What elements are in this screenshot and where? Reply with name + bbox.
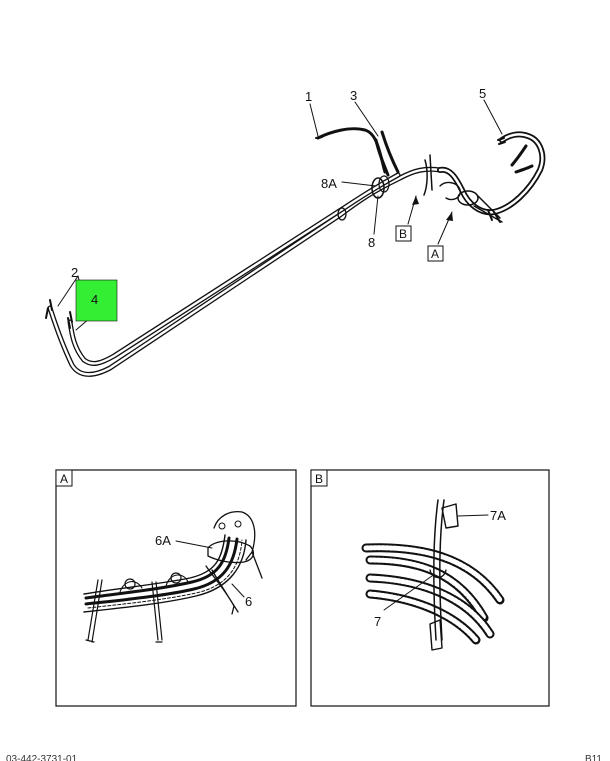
left-connector-b — [67, 311, 73, 329]
detail-b-leader-7 — [383, 575, 433, 611]
detail-a-bundle-top — [83, 534, 226, 595]
harness-run-second — [67, 172, 401, 366]
detail-a-wire-2 — [84, 537, 239, 606]
highlight-box-4[interactable] — [75, 279, 118, 322]
detail-a-wire-1 — [84, 536, 231, 600]
branch-3 — [374, 130, 400, 177]
view-ref-b: B — [399, 227, 407, 241]
left-connector-a — [45, 299, 53, 319]
harness-run-outer-inner — [48, 168, 442, 376]
detail-b-tube-4-rib — [367, 591, 479, 643]
callout-3[interactable]: 3 — [350, 88, 357, 103]
harness-run-second-inner — [68, 173, 400, 365]
detail-b-tube-2-rib — [367, 557, 487, 621]
view-ref-b-box[interactable] — [395, 225, 412, 242]
callout-8[interactable]: 8 — [368, 235, 375, 250]
callout-5[interactable]: 5 — [479, 86, 486, 101]
leader-lines — [57, 99, 503, 331]
detail-a-bracket-hole — [218, 522, 226, 530]
callout-1[interactable]: 1 — [305, 89, 312, 104]
callout-6[interactable]: 6 — [245, 594, 252, 609]
detail-a-clip-6 — [205, 565, 239, 615]
detail-b-tag: B — [315, 472, 323, 486]
detail-b-tube-1-rib — [363, 545, 503, 603]
connector-5 — [497, 137, 506, 145]
mid-clip — [337, 207, 347, 221]
detail-a-tag: A — [60, 472, 68, 486]
right-branch-stub-a — [510, 144, 534, 174]
detail-a-bracket-hole-2 — [234, 520, 242, 528]
detail-a-leader-6 — [231, 583, 245, 598]
detail-a-bundle-bottom — [83, 539, 247, 613]
right-loop-inner — [438, 133, 544, 214]
callout-2[interactable]: 2 — [71, 265, 78, 280]
detail-a-frame — [55, 469, 297, 707]
branch-1 — [316, 127, 387, 174]
arrow-head-b — [412, 196, 419, 205]
callout-7[interactable]: 7 — [374, 614, 381, 629]
detail-a-leader-6a — [175, 540, 213, 549]
detail-a-tag-box — [55, 469, 73, 487]
detail-a-stud-2 — [151, 581, 163, 643]
view-ref-a-box[interactable] — [427, 245, 444, 262]
detail-panel-b: B 7A 7 — [310, 469, 550, 707]
detail-panel-a: A 6A 6 — [55, 469, 297, 707]
detail-a-stud-1 — [85, 579, 103, 643]
callout-4: 4 — [91, 292, 98, 307]
main-harness — [45, 99, 546, 377]
footer-drawing-number: 03-442-3731-01 — [6, 755, 78, 761]
detail-b-strap-head — [441, 503, 459, 529]
detail-b-leader-7a — [457, 514, 489, 517]
branch-1-tip — [315, 136, 323, 139]
callout-7a[interactable]: 7A — [490, 508, 506, 523]
footer-sheet-code: B11 — [584, 755, 602, 761]
detail-b-tag-box — [310, 469, 328, 487]
callout-6a[interactable]: 6A — [155, 533, 171, 548]
detail-a-bolt-mounts — [119, 574, 189, 593]
callout-8a[interactable]: 8A — [321, 176, 337, 191]
detail-b-strap-loop — [429, 569, 447, 579]
clip-8a-ring — [378, 175, 390, 193]
detail-b-strap-buckle — [429, 619, 443, 651]
view-ref-a: A — [431, 247, 439, 261]
clamp-a-bracket — [473, 195, 503, 223]
lower-clamp-ring — [439, 181, 461, 201]
clamp-b — [423, 154, 433, 196]
detail-a-bracket — [213, 510, 263, 579]
arrow-head-a — [446, 212, 453, 221]
detail-a-clip-6a — [207, 540, 255, 564]
